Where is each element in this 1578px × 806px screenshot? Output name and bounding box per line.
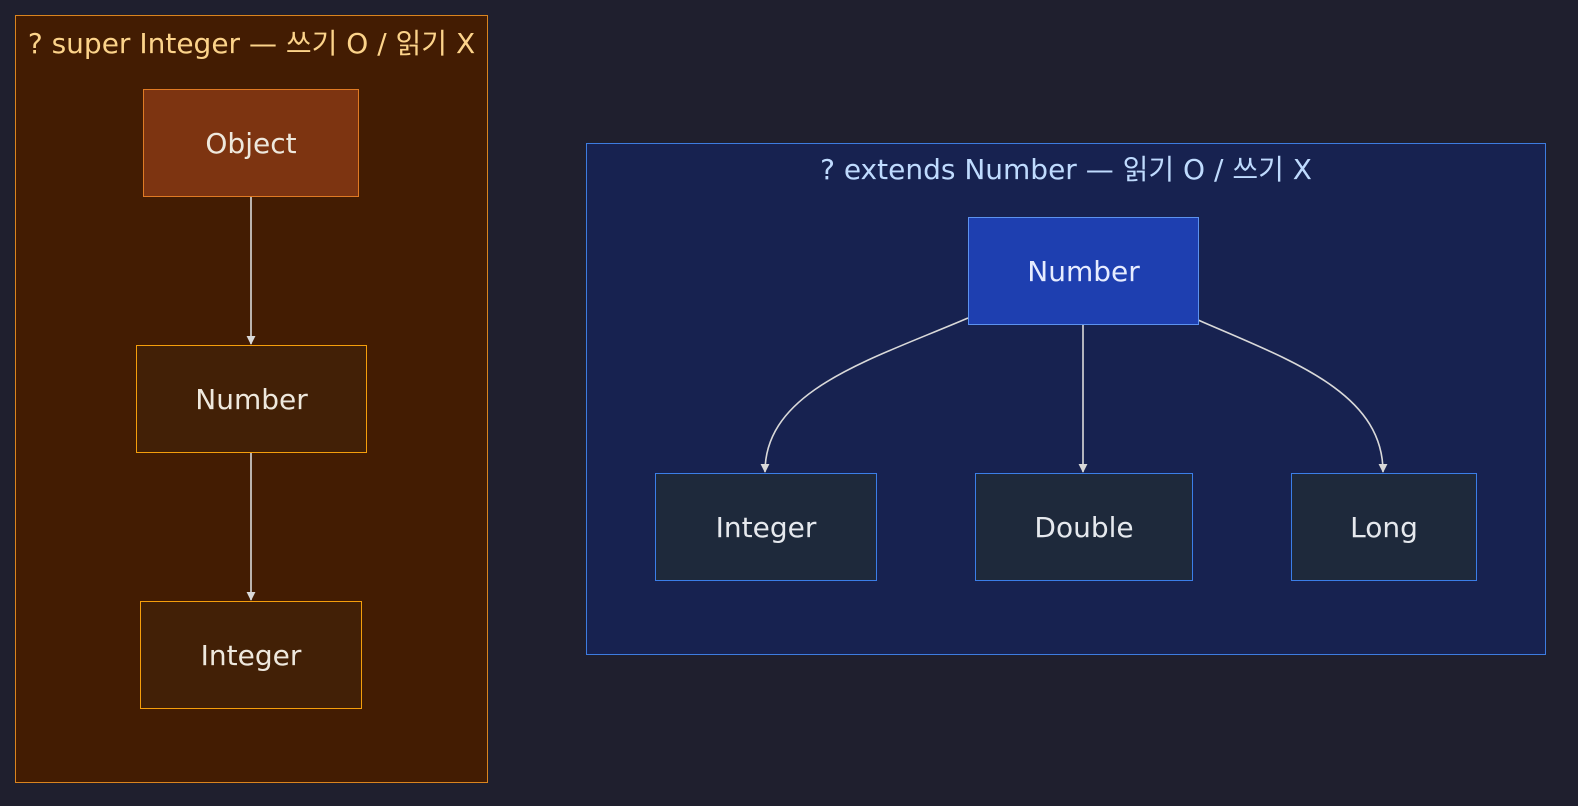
node-number-left: Number <box>136 345 367 453</box>
node-integer-left: Integer <box>140 601 362 709</box>
super-integer-group-title: ? super Integer — 쓰기 O / 읽기 X <box>27 27 476 60</box>
node-integer-right-label: Integer <box>715 510 817 544</box>
node-double: Double <box>975 473 1193 581</box>
node-object-label: Object <box>205 126 297 160</box>
node-long: Long <box>1291 473 1477 581</box>
extends-number-group-title: ? extends Number — 읽기 O / 쓰기 X <box>820 153 1312 186</box>
node-number-right: Number <box>968 217 1199 325</box>
node-object: Object <box>143 89 359 197</box>
node-double-label: Double <box>1034 510 1134 544</box>
node-integer-left-label: Integer <box>200 638 302 672</box>
node-long-label: Long <box>1350 510 1418 544</box>
node-number-right-label: Number <box>1027 254 1140 288</box>
node-integer-right: Integer <box>655 473 877 581</box>
node-number-left-label: Number <box>195 382 308 416</box>
